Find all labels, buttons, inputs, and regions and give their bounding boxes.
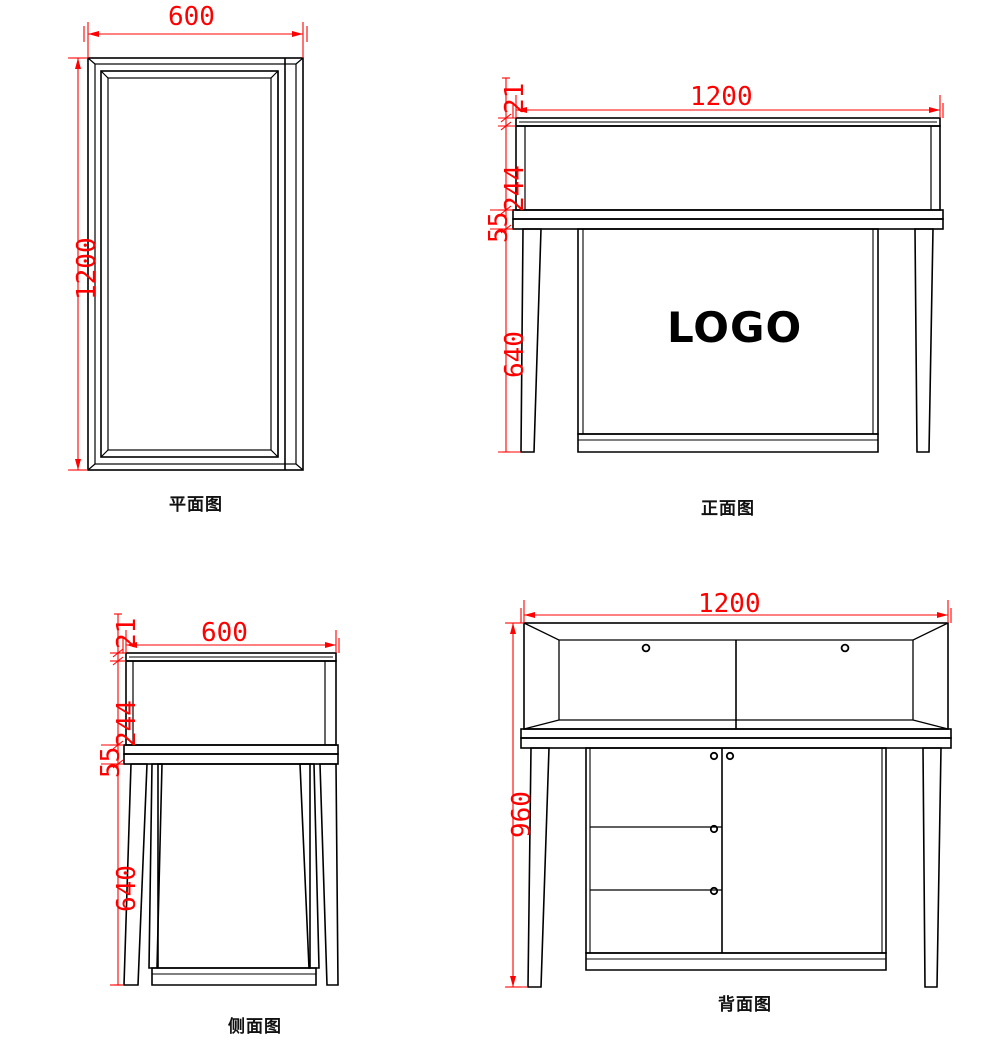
front-view-label: 正面图: [701, 499, 755, 519]
back-leg-left: [527, 747, 550, 988]
front-dim-chain: [490, 77, 521, 453]
plan-view-label: 平面图: [169, 495, 223, 515]
side-leg-back-outer: [319, 763, 339, 986]
back-leg-right: [922, 747, 942, 988]
lower-door-knob-left-mid[interactable]: [709, 824, 719, 834]
view-side: [101, 613, 340, 986]
front-dim-width-text: 1200: [690, 82, 753, 112]
back-upper-left-chamfer: [523, 622, 560, 730]
back-dim-width-text: 1200: [698, 589, 761, 619]
lower-door-knob-right-top[interactable]: [725, 751, 735, 761]
back-dim-width: [520, 600, 952, 623]
plan-glass-mitre-lines: [100, 70, 279, 458]
front-leg-right: [914, 228, 934, 453]
front-dim-width: [512, 95, 944, 118]
back-view-label: 背面图: [718, 995, 772, 1015]
lower-door-knob-left-top[interactable]: [709, 751, 719, 761]
plan-frame-inner-edge: [94, 63, 297, 465]
side-base-plinth: [151, 967, 317, 986]
side-dim-21-text: 21: [112, 617, 142, 649]
side-dim-chain: [101, 613, 126, 986]
front-base-plinth: [577, 433, 879, 453]
back-upper-right-chamfer: [912, 622, 949, 730]
front-leg-left: [520, 228, 542, 453]
view-front: [490, 77, 944, 453]
plan-dim-height-text: 1200: [72, 237, 102, 300]
side-dim-640-text: 640: [112, 865, 142, 912]
side-dim-244-text: 244: [112, 700, 142, 747]
side-view-label: 侧面图: [228, 1017, 282, 1037]
side-dim-width-text: 600: [201, 618, 248, 648]
side-leg-front-outer: [123, 763, 148, 986]
plan-dim-width: [83, 22, 308, 58]
view-plan: [68, 22, 308, 471]
sliding-door-knob-left[interactable]: [641, 643, 651, 653]
back-base-plinth: [585, 952, 887, 971]
plan-glass-frame-inner: [107, 77, 272, 451]
front-dim-640-text: 640: [500, 331, 530, 378]
front-dim-244-text: 244: [500, 165, 530, 212]
back-dim-960-text: 960: [507, 791, 537, 838]
plan-dim-height: [68, 57, 88, 471]
back-dim-height: [505, 622, 528, 988]
front-logo-text: LOGO: [667, 303, 803, 352]
side-dim-55-text: 55: [96, 746, 126, 778]
plan-dim-width-text: 600: [168, 2, 215, 32]
view-back: [505, 600, 952, 988]
plan-outer-outline: [87, 57, 304, 471]
plan-mitre-lines: [87, 57, 304, 471]
side-dim-width: [122, 630, 340, 653]
lower-door-knob-left-bottom[interactable]: [709, 886, 719, 896]
sliding-door-knob-right[interactable]: [840, 643, 850, 653]
front-dim-21-text: 21: [500, 82, 530, 114]
front-dim-55-text: 55: [484, 211, 514, 243]
